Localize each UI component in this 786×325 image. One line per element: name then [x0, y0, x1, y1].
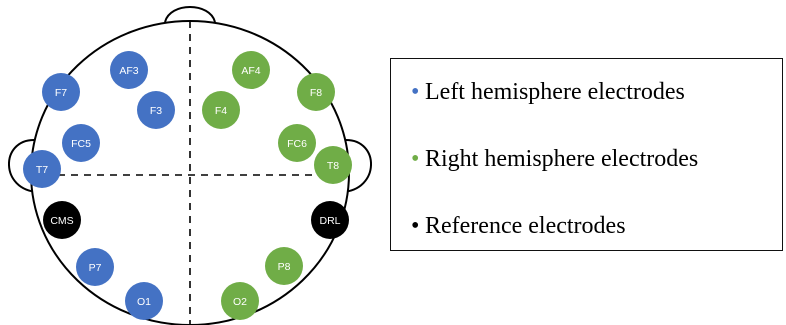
electrode-p8-marker — [265, 247, 303, 285]
electrode-t8-marker — [314, 146, 352, 184]
electrode-t7-label: T7 — [36, 164, 48, 176]
electrode-f3: F3 — [137, 91, 175, 129]
electrode-af4-label: AF4 — [241, 65, 260, 77]
electrode-af4-marker — [232, 51, 270, 89]
electrode-f7: F7 — [42, 73, 80, 111]
electrode-p8: P8 — [265, 247, 303, 285]
electrode-fc5-label: FC5 — [71, 138, 91, 150]
legend-label-left: Left hemisphere electrodes — [425, 79, 685, 105]
electrode-drl-label: DRL — [319, 215, 340, 227]
electrode-o1: O1 — [125, 282, 163, 320]
electrode-t7: T7 — [23, 150, 61, 188]
legend-box: •Left hemisphere electrodes •Right hemis… — [390, 58, 783, 251]
electrode-cms-marker — [43, 201, 81, 239]
legend-item-left: •Left hemisphere electrodes — [411, 80, 685, 104]
electrode-o2-label: O2 — [233, 296, 247, 308]
electrode-af3: AF3 — [110, 51, 148, 89]
electrode-o2: O2 — [221, 282, 259, 320]
electrode-fc6: FC6 — [278, 124, 316, 162]
electrode-f8-label: F8 — [310, 87, 322, 99]
electrode-fc5: FC5 — [62, 124, 100, 162]
electrode-o1-label: O1 — [137, 296, 151, 308]
legend-bullet-left: • — [411, 79, 420, 105]
legend-bullet-right: • — [411, 146, 420, 172]
legend-item-reference: •Reference electrodes — [411, 214, 626, 238]
electrode-p7-marker — [76, 248, 114, 286]
electrode-f4-marker — [202, 91, 240, 129]
electrode-f7-marker — [42, 73, 80, 111]
electrode-o2-marker — [221, 282, 259, 320]
electrode-fc6-label: FC6 — [287, 138, 307, 150]
electrode-f8: F8 — [297, 73, 335, 111]
electrode-f8-marker — [297, 73, 335, 111]
electrode-o1-marker — [125, 282, 163, 320]
electrode-drl: DRL — [311, 201, 349, 239]
electrode-f4: F4 — [202, 91, 240, 129]
legend-item-right: •Right hemisphere electrodes — [411, 147, 698, 171]
legend-label-right: Right hemisphere electrodes — [425, 146, 699, 172]
electrode-f4-label: F4 — [215, 105, 227, 117]
electrode-cms: CMS — [43, 201, 81, 239]
electrode-p7-label: P7 — [89, 262, 102, 274]
electrode-fc6-marker — [278, 124, 316, 162]
nose-outline — [164, 6, 216, 23]
electrode-p7: P7 — [76, 248, 114, 286]
electrode-t8: T8 — [314, 146, 352, 184]
electrode-f3-label: F3 — [150, 105, 162, 117]
legend-bullet-reference: • — [411, 213, 420, 239]
electrode-af4: AF4 — [232, 51, 270, 89]
electrode-drl-marker — [311, 201, 349, 239]
electrode-p8-label: P8 — [278, 261, 291, 273]
right-ear-outline — [341, 139, 372, 193]
left-ear-outline — [8, 139, 39, 193]
electrode-cms-label: CMS — [50, 215, 73, 227]
electrode-af3-label: AF3 — [119, 65, 138, 77]
electrode-t8-label: T8 — [327, 160, 339, 172]
electrode-f3-marker — [137, 91, 175, 129]
legend-label-reference: Reference electrodes — [425, 213, 626, 239]
electrode-t7-marker — [23, 150, 61, 188]
electrode-f7-label: F7 — [55, 87, 67, 99]
electrode-fc5-marker — [62, 124, 100, 162]
electrode-af3-marker — [110, 51, 148, 89]
